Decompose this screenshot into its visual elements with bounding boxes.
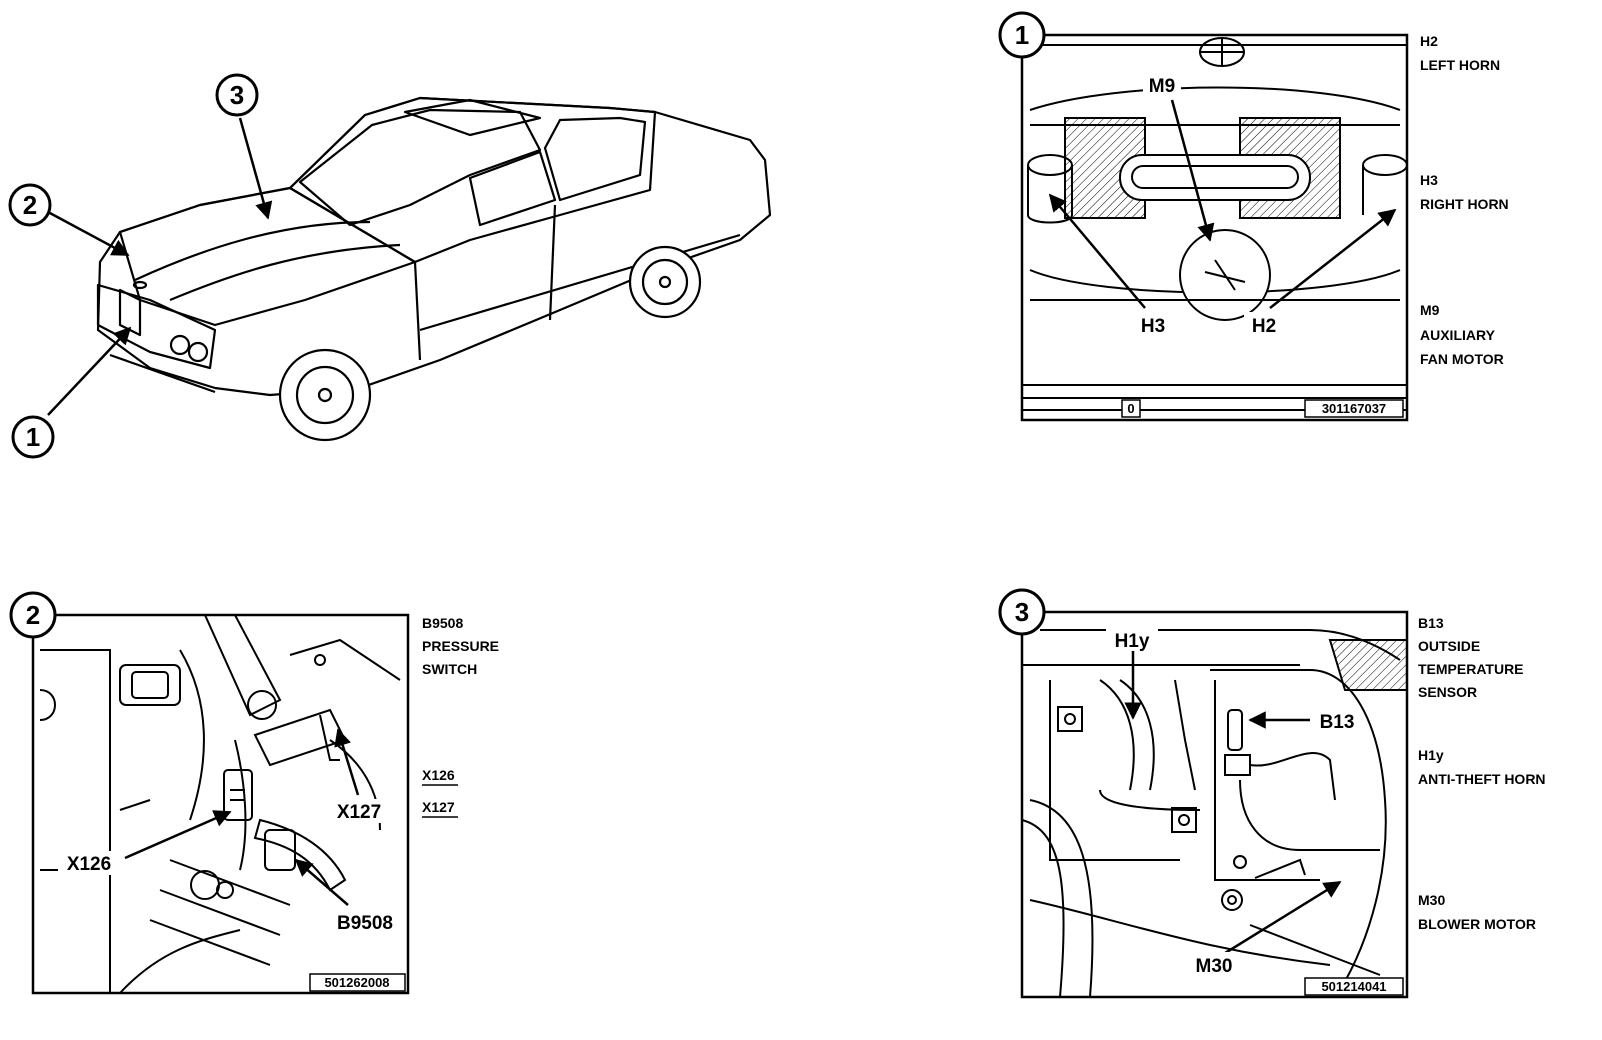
panel-1-illustration [1022,37,1408,411]
legend-text: BLOWER MOTOR [1418,916,1536,932]
panel-3-number: 3 [1015,597,1029,627]
legend-text: AUXILIARY [1420,327,1496,343]
legend-text: ANTI-THEFT HORN [1418,771,1546,787]
detail-panel-3: H1y B13 M30 501214041 3 B13 OUTSIDE TEMP… [998,588,1546,999]
detail-panel-1: M9 H3 H2 0 301167037 1 H2 LEFT HORN H3 R… [998,11,1509,422]
label-m30: M30 [1196,956,1233,977]
panel-2-legend: B9508 PRESSURE SWITCH X126 X127 [422,615,499,818]
callout-2: 2 [8,183,52,227]
legend-text: SENSOR [1418,684,1477,700]
label-x126: X126 [67,854,111,875]
legend-text: LEFT HORN [1420,57,1500,73]
legend-code: X127 [422,799,455,815]
car-illustration [96,96,772,442]
legend-code: B13 [1418,615,1444,631]
legend-text: OUTSIDE [1418,638,1480,654]
label-b13: B13 [1320,712,1355,733]
svg-text:1: 1 [26,422,40,452]
legend-code: H3 [1420,172,1438,188]
callout-3: 3 [215,73,259,117]
panel-1-figure-code: 301167037 [1322,401,1386,416]
legend-code: H2 [1420,33,1438,49]
panel-1-footer-mark: 0 [1127,401,1134,416]
panel-2-number: 2 [26,600,40,630]
legend-code: B9508 [422,615,463,631]
legend-text: SWITCH [422,661,477,677]
legend-code: H1y [1418,747,1444,763]
panel-2-figure-code: 501262008 [324,975,389,990]
panel-3-legend: B13 OUTSIDE TEMPERATURE SENSOR H1y ANTI-… [1418,615,1546,932]
legend-text: TEMPERATURE [1418,661,1524,677]
legend-code: M30 [1418,892,1445,908]
label-h3: H3 [1141,316,1165,337]
label-x127: X127 [337,802,381,823]
label-h1y: H1y [1115,631,1150,652]
legend-code: M9 [1420,302,1440,318]
panel-3-figure-code: 501214041 [1321,979,1386,994]
panel-1-legend: H2 LEFT HORN H3 RIGHT HORN M9 AUXILIARY … [1420,33,1509,367]
label-h2: H2 [1252,316,1276,337]
panel-1-number: 1 [1015,20,1029,50]
panel-3-illustration [1021,629,1408,998]
legend-code: X126 [422,767,455,783]
legend-text: RIGHT HORN [1420,196,1509,212]
label-b9508: B9508 [337,913,393,934]
car-overview: 2 3 1 [8,73,772,459]
svg-text:2: 2 [23,190,37,220]
panel-2-illustration [39,614,401,994]
legend-text: PRESSURE [422,638,499,654]
legend-text: FAN MOTOR [1420,351,1504,367]
svg-text:3: 3 [230,80,244,110]
label-m9: M9 [1149,76,1175,97]
detail-panel-2: X127 X126 B9508 501262008 2 B9508 PRESSU… [9,591,499,995]
callout-1: 1 [11,415,55,459]
